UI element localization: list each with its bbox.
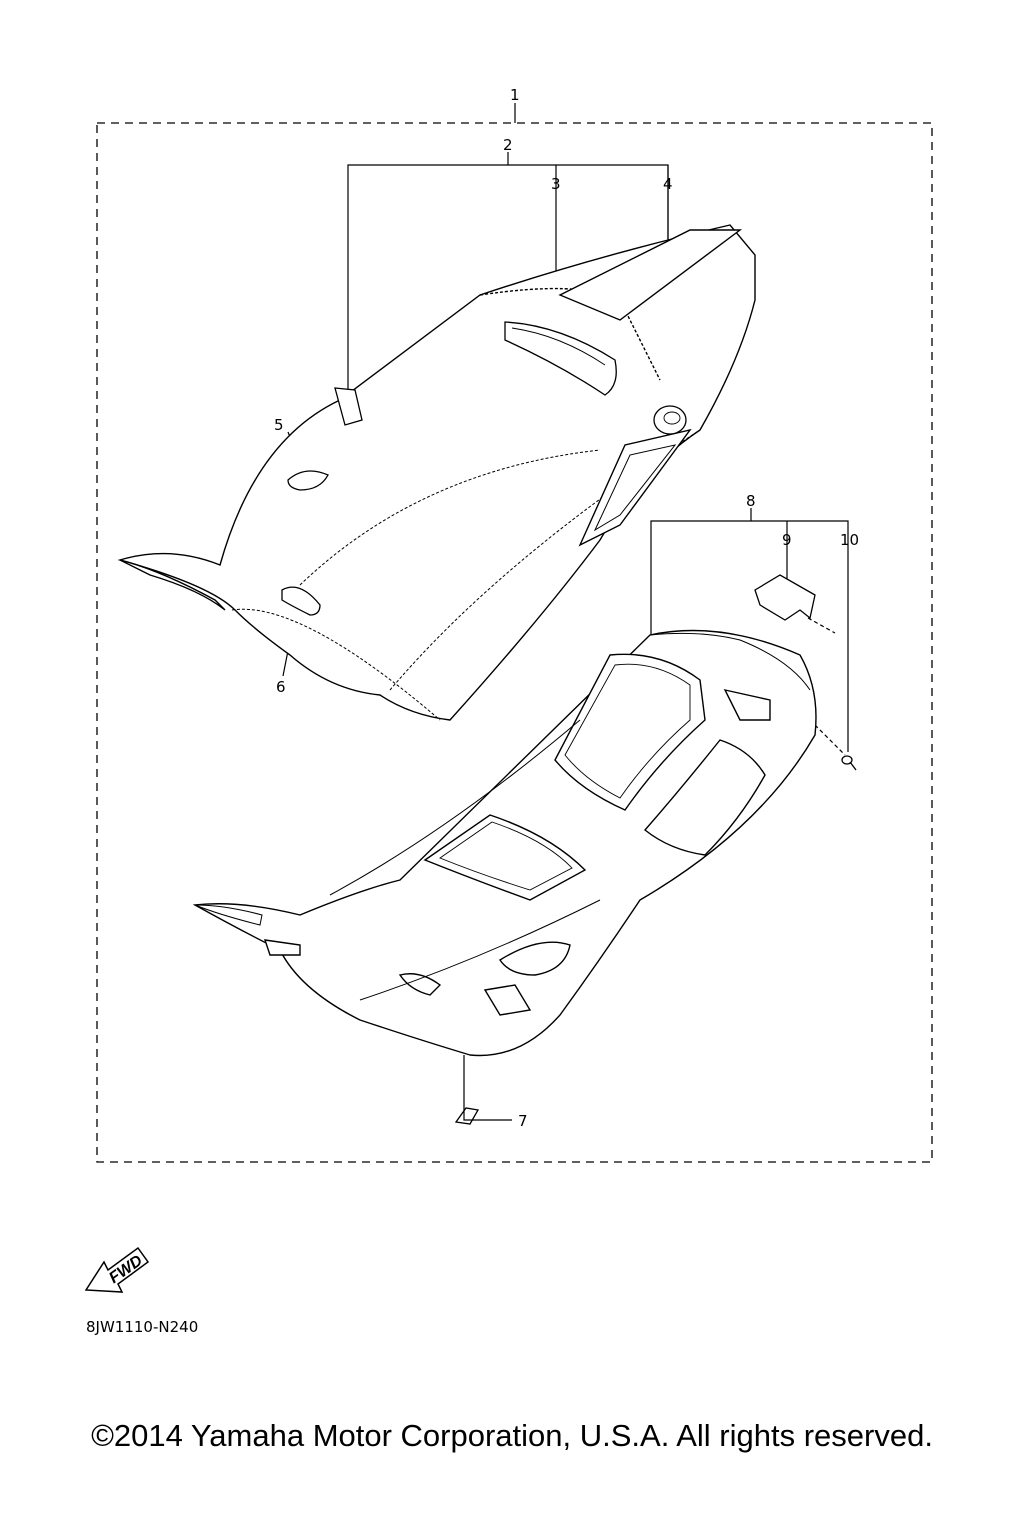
seat-base-pad-3 xyxy=(643,739,766,856)
fwd-arrow-icon: FWD xyxy=(84,1246,150,1293)
seat-base-pad-4 xyxy=(499,941,571,976)
seat-base-rib xyxy=(329,719,581,896)
screw xyxy=(841,755,857,771)
seat-base-hook xyxy=(263,939,301,956)
seat-base-pad-1 xyxy=(554,653,706,811)
seat-base-pad-2-inner xyxy=(439,821,573,891)
callout-2: 2 xyxy=(503,136,513,154)
bracket xyxy=(754,574,816,621)
seat-base-rib-2 xyxy=(359,899,601,1001)
callout-5: 5 xyxy=(274,416,284,434)
callout-labels: 1 2 3 4 5 6 7 8 9 10 xyxy=(274,86,859,1130)
callout-9: 9 xyxy=(782,531,792,549)
clip xyxy=(281,586,321,616)
callout-7: 7 xyxy=(518,1112,528,1130)
clip-bottom xyxy=(454,1107,480,1125)
seat-base-pad-2 xyxy=(423,814,587,901)
seat-tab xyxy=(334,387,363,426)
seat-base-nose xyxy=(194,904,263,926)
plug xyxy=(287,470,329,491)
callout-8: 8 xyxy=(746,492,756,510)
seat-strap-body xyxy=(504,321,617,396)
leader-7 xyxy=(463,1055,512,1121)
leader-9-dash xyxy=(807,617,836,634)
diagram-code: 8JW1110-N240 xyxy=(86,1318,199,1336)
seat-strap-inner xyxy=(511,327,606,366)
seat-base-pad-1-inner xyxy=(564,663,691,799)
seat-stitch-3 xyxy=(231,608,441,721)
callout-4: 4 xyxy=(663,175,673,193)
callout-6: 6 xyxy=(276,678,286,696)
copyright-notice: ©2014 Yamaha Motor Corporation, U.S.A. A… xyxy=(91,1418,933,1453)
callout-1: 1 xyxy=(510,86,520,104)
callout-3: 3 xyxy=(551,175,561,193)
seat-stitch-2 xyxy=(389,429,701,691)
seat-strap xyxy=(504,321,617,396)
leader-8 xyxy=(650,520,849,752)
seat-base-rim xyxy=(649,632,811,691)
seat-rear-stripe xyxy=(558,229,743,321)
callout-10: 10 xyxy=(840,531,859,549)
emblem-cap xyxy=(653,405,687,435)
seat-base-latch xyxy=(723,688,771,721)
seat-nose xyxy=(119,559,226,611)
seat-base xyxy=(192,629,817,1057)
seat-side-emblem xyxy=(578,428,692,547)
seat-base-tab xyxy=(483,984,532,1016)
seat-side-emblem-inner xyxy=(593,444,677,532)
